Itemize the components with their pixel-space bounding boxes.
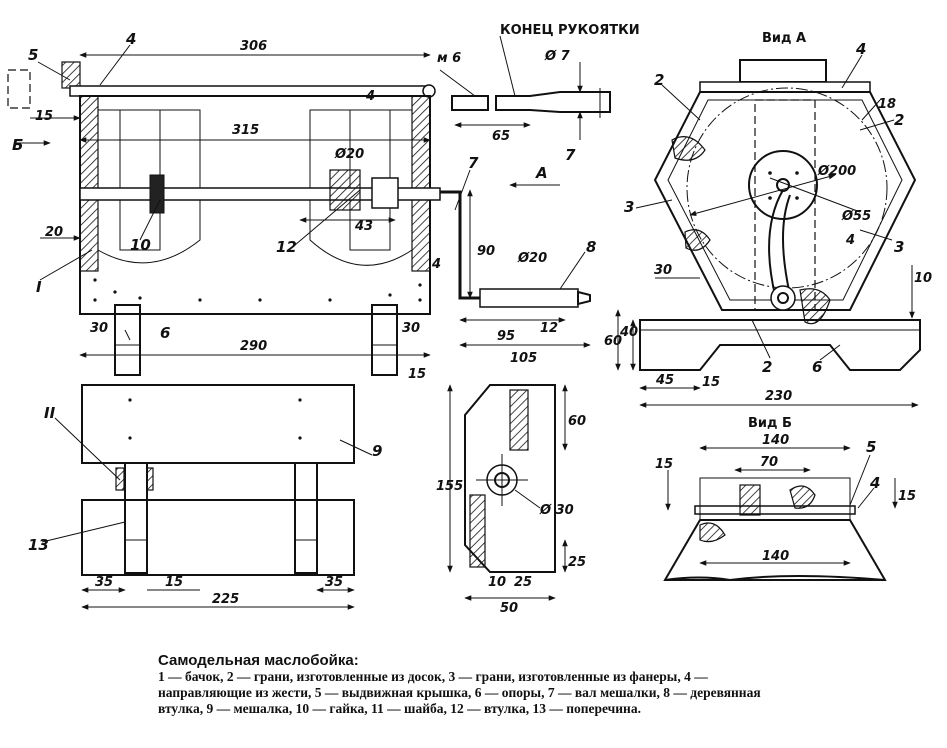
dim-225: 225 [212,592,239,607]
part-10: 10 [130,236,151,254]
dim-15: 15 [35,109,53,124]
part-2-view-a-r: 2 [894,111,904,129]
caption-title: Самодельная маслобойка: [158,652,359,669]
dim-60-view-a: 60 [604,334,622,349]
dim-18: 18 [878,97,896,112]
part-5-view-b: 5 [866,438,876,456]
dim-d20-bush: Ø20 [517,251,547,266]
dim-d200: Ø200 [817,164,856,179]
figure-caption: Самодельная маслобойка: 1 — бачок, 2 — г… [158,653,798,717]
part-4-view-b: 4 [869,474,880,492]
butter-churn-drawing: 306 315 15 20 30 30 290 15 4 4 Ø20 43 90… [7,23,932,616]
dim-10-view-a: 10 [914,271,932,286]
dim-15-bottom: 15 [408,367,426,382]
view-a-title: Вид А [762,31,806,46]
part-9: 9 [372,442,382,460]
view-b-title: Вид Б [748,416,792,431]
dim-30-right: 30 [402,321,420,336]
dim-140-view-b-top: 140 [762,433,789,448]
dim-35-left: 35 [95,575,113,590]
handle-end-label: КОНЕЦ РУКОЯТКИ [500,23,640,38]
dim-306: 306 [240,39,267,54]
dim-4-side: 4 [431,257,441,272]
paddle-front [41,384,373,610]
dim-155: 155 [436,479,463,494]
dim-15-view-b-r: 15 [898,489,916,504]
dim-90: 90 [477,244,495,259]
view-b [663,445,898,582]
part-1: I [36,278,42,296]
dim-140-view-b-bot: 140 [762,549,789,564]
dim-4-view-a: 4 [845,233,855,248]
dim-30-view-a: 30 [654,263,672,278]
dim-105: 105 [510,351,537,366]
dim-15-paddle: 15 [165,575,183,590]
part-4-view-a: 4 [855,40,866,58]
dim-d30: Ø 30 [539,503,574,518]
dim-15-view-b-l: 15 [655,457,673,472]
dim-d20: Ø20 [334,147,364,162]
dim-60-paddle: 60 [568,414,586,429]
part-7-front: 7 [468,154,479,172]
dim-20: 20 [45,225,63,240]
part-13: 13 [28,536,49,554]
dim-40: 40 [619,325,638,340]
part-2-view-a-tl: 2 [654,71,664,89]
dim-30-left: 30 [90,321,108,336]
arrow-a-label: А [535,164,548,182]
part-7-handle: 7 [565,146,576,164]
part-12: 12 [276,238,297,256]
handle-end-detail [439,35,611,140]
dim-35-right: 35 [325,575,343,590]
part-2-view-a-b: 2 [762,358,772,376]
part-11: II [44,404,56,422]
dim-m6: м 6 [437,51,461,66]
dim-4-top: 4 [365,89,375,104]
dim-45: 45 [655,373,674,388]
arrow-b-label: Б [12,136,23,154]
dim-25-bottom: 25 [514,575,532,590]
part-6-view-a: 6 [812,358,822,376]
part-8: 8 [586,238,596,256]
dim-65: 65 [492,129,510,144]
part-3-view-a-r: 3 [894,238,904,256]
paddle-side [447,384,568,601]
front-view [7,52,591,376]
dim-43: 43 [354,219,373,234]
view-a [615,59,921,408]
dim-290: 290 [240,339,267,354]
dim-315: 315 [232,123,259,138]
part-6-front: 6 [160,324,170,342]
part-5-front: 5 [28,46,38,64]
dim-12: 12 [540,321,558,336]
caption-text: 1 — бачок, 2 — грани, изготовленные из д… [158,669,761,716]
dim-25-side: 25 [568,555,586,570]
part-4-front: 4 [125,30,136,48]
dim-d55: Ø55 [841,209,871,224]
dim-50: 50 [500,601,518,616]
part-3-view-a-l: 3 [624,198,634,216]
dim-70: 70 [760,455,778,470]
dim-d7: Ø 7 [544,49,571,64]
dim-15-view-a: 15 [702,375,720,390]
dim-10: 10 [488,575,506,590]
dim-230: 230 [765,389,792,404]
dim-95: 95 [497,329,515,344]
